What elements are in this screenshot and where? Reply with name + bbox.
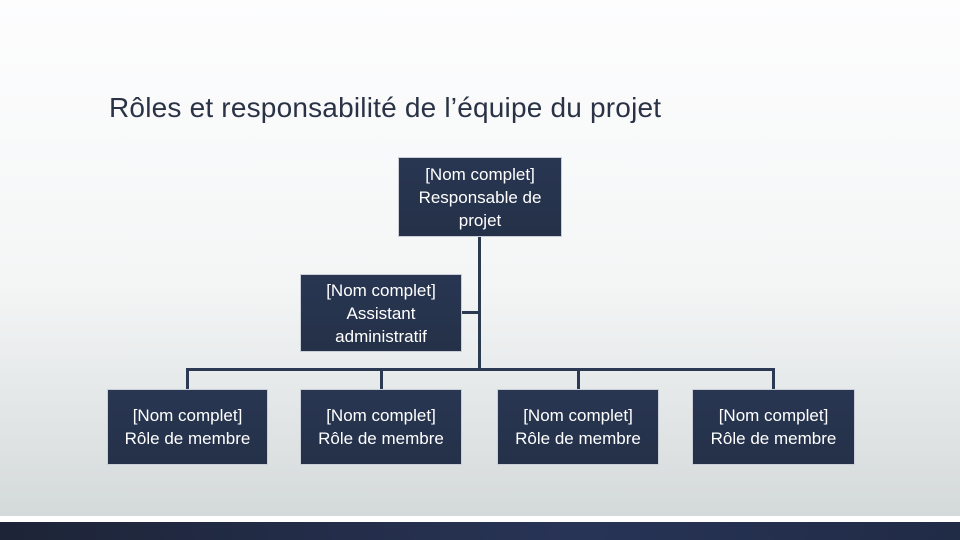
member-name: [Nom complet]	[718, 406, 829, 425]
org-box-member-2[interactable]: [Nom complet] Rôle de membre	[300, 389, 462, 465]
org-box-admin-assistant[interactable]: [Nom complet] Assistant administratif	[300, 274, 462, 352]
member-role: Responsable de projet	[418, 187, 542, 230]
connector-drop-member-3	[577, 368, 580, 389]
footer-accent-bar	[0, 522, 960, 540]
connector-drop-member-4	[772, 368, 775, 389]
connector-assistant-horizontal	[462, 311, 479, 314]
member-role: Rôle de membre	[318, 429, 444, 448]
org-box-project-manager[interactable]: [Nom complet] Responsable de projet	[398, 157, 562, 237]
member-role: Rôle de membre	[124, 429, 251, 448]
member-name: [Nom complet]	[425, 164, 535, 184]
member-role: Assistant administratif	[335, 303, 427, 346]
connector-trunk-vertical	[478, 237, 481, 371]
member-name: [Nom complet]	[523, 406, 633, 425]
member-role: Rôle de membre	[515, 429, 641, 448]
member-role: Rôle de membre	[710, 429, 837, 448]
member-name: [Nom complet]	[326, 406, 436, 425]
member-name: [Nom complet]	[326, 280, 436, 300]
member-name: [Nom complet]	[132, 406, 243, 425]
connector-drop-member-2	[380, 368, 383, 389]
org-box-member-4[interactable]: [Nom complet] Rôle de membre	[692, 389, 855, 465]
org-box-member-1[interactable]: [Nom complet] Rôle de membre	[107, 389, 268, 465]
connector-members-rail	[186, 368, 775, 371]
connector-drop-member-1	[186, 368, 189, 389]
slide-title[interactable]: Rôles et responsabilité de l’équipe du p…	[109, 92, 662, 123]
footer-divider	[0, 516, 960, 522]
org-box-member-3[interactable]: [Nom complet] Rôle de membre	[497, 389, 659, 465]
